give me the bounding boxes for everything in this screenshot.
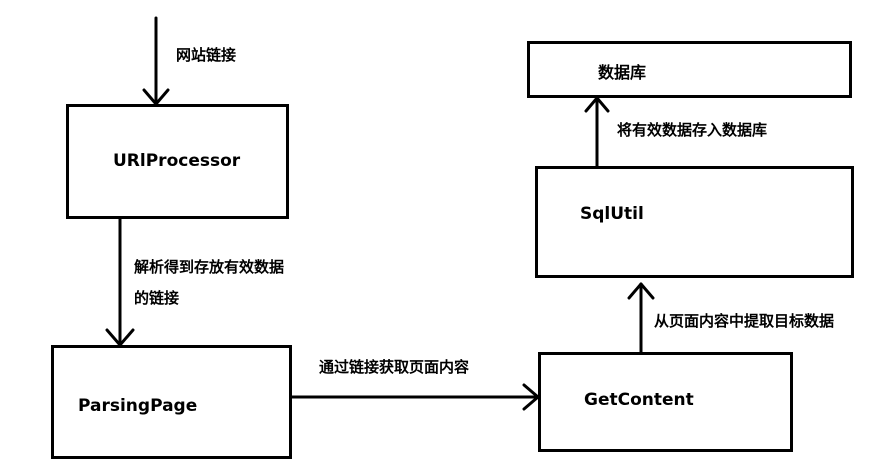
database-label: 数据库: [598, 63, 647, 82]
sql-util-node: SqlUtil: [535, 166, 854, 278]
extract-arrow-head: [627, 282, 655, 300]
sql-util-label: SqlUtil: [580, 204, 644, 224]
database-node: 数据库: [527, 41, 852, 98]
parsing-page-label: ParsingPage: [78, 396, 198, 416]
parsing-page-node: ParsingPage: [51, 345, 292, 459]
store-arrow-head: [584, 96, 610, 113]
input-edge-label: 网站链接: [176, 46, 237, 64]
url-processor-label: URlProcessor: [113, 151, 241, 171]
fetch-edge-label: 通过链接获取页面内容: [319, 358, 470, 376]
parse-edge-label-line1: 解析得到存放有效数据: [134, 258, 285, 276]
store-edge-label: 将有效数据存入数据库: [617, 121, 768, 139]
get-content-node: GetContent: [538, 352, 793, 452]
url-processor-node: URlProcessor: [66, 104, 289, 219]
get-content-label: GetContent: [584, 390, 694, 410]
parse-edge-label-line2: 的链接: [134, 289, 180, 307]
extract-edge-label: 从页面内容中提取目标数据: [654, 312, 835, 330]
